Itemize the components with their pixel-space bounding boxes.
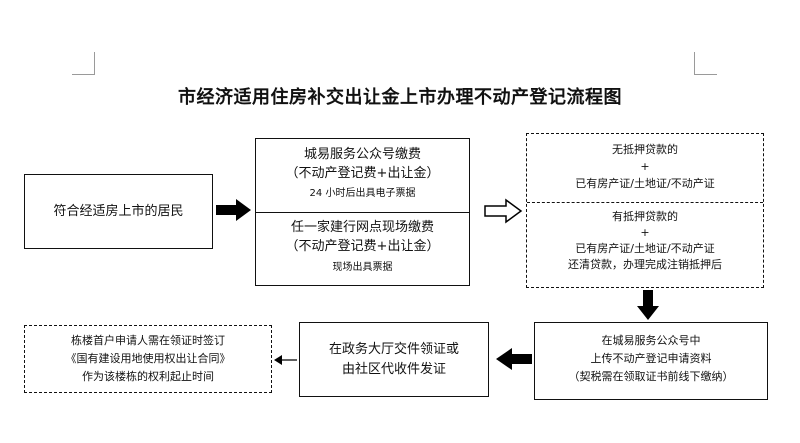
upload-line3: （契税需在领取证书前线下缴纳） bbox=[568, 370, 734, 383]
payment-bank-line3: 现场出具票据 bbox=[332, 262, 393, 273]
arrow-upload-to-collect bbox=[496, 348, 532, 370]
no-mortgage-line3: 已有房产证/土地证/不动产证 bbox=[575, 177, 715, 190]
mortgage-divider bbox=[527, 202, 763, 203]
note-line3: 作为该楼栋的权利起止时间 bbox=[82, 370, 214, 383]
arrow-collect-to-note bbox=[274, 355, 297, 365]
note-node: 栋楼首户申请人需在领证时签订 《国有建设用地使用权出让合同》 作为该楼栋的权利起… bbox=[24, 325, 272, 393]
upload-node: 在城易服务公众号中 上传不动产登记申请资料 （契税需在领取证书前线下缴纳） bbox=[534, 322, 768, 400]
crop-mark-top-right bbox=[694, 52, 717, 75]
arrow-start-to-payment bbox=[216, 199, 251, 221]
payment-bank-line1: 任一家建行网点现场缴费 bbox=[290, 220, 434, 235]
crop-mark-top-left bbox=[72, 52, 95, 75]
start-node-label: 符合经适房上市的居民 bbox=[53, 204, 184, 219]
payment-online-line1: 城易服务公众号缴费 bbox=[303, 147, 421, 162]
with-mortgage-line4: 还清贷款，办理完成注销抵押后 bbox=[568, 258, 722, 271]
payment-online-node: 城易服务公众号缴费 （不动产登记费+出让金） 24 小时后出具电子票据 bbox=[256, 139, 469, 212]
collect-line2: 由社区代收件发证 bbox=[341, 362, 446, 377]
start-node: 符合经适房上市的居民 bbox=[24, 174, 213, 249]
payment-online-line2: （不动产登记费+出让金） bbox=[285, 166, 440, 181]
arrow-payment-to-conditions bbox=[484, 198, 523, 224]
payment-online-line3: 24 小时后出具电子票据 bbox=[309, 188, 416, 199]
note-line2: 《国有建设用地使用权出让合同》 bbox=[65, 352, 231, 365]
no-mortgage-node: 无抵押贷款的 + 已有房产证/土地证/不动产证 bbox=[527, 134, 763, 202]
collect-line1: 在政务大厅交件领证或 bbox=[328, 342, 459, 357]
no-mortgage-line1: 无抵押贷款的 bbox=[612, 143, 678, 156]
with-mortgage-line2: + bbox=[640, 226, 650, 239]
note-line1: 栋楼首户申请人需在领证时签订 bbox=[71, 334, 225, 347]
payment-bank-line2: （不动产登记费+出让金） bbox=[285, 239, 440, 254]
with-mortgage-line1: 有抵押贷款的 bbox=[612, 210, 678, 223]
diagram-title: 市经济适用住房补交出让金上市办理不动产登记流程图 bbox=[178, 87, 622, 108]
with-mortgage-node: 有抵押贷款的 + 已有房产证/土地证/不动产证 还清贷款，办理完成注销抵押后 bbox=[527, 203, 763, 287]
payment-divider bbox=[256, 212, 469, 213]
no-mortgage-line2: + bbox=[640, 160, 650, 173]
payment-bank-node: 任一家建行网点现场缴费 （不动产登记费+出让金） 现场出具票据 bbox=[256, 213, 469, 285]
arrow-conditions-to-upload bbox=[637, 290, 659, 320]
payment-options-box: 城易服务公众号缴费 （不动产登记费+出让金） 24 小时后出具电子票据 任一家建… bbox=[255, 138, 470, 286]
collect-node: 在政务大厅交件领证或 由社区代收件发证 bbox=[299, 322, 489, 397]
upload-line2: 上传不动产登记申请资料 bbox=[590, 352, 712, 365]
mortgage-conditions-box: 无抵押贷款的 + 已有房产证/土地证/不动产证 有抵押贷款的 + 已有房产证/土… bbox=[526, 133, 764, 288]
with-mortgage-line3: 已有房产证/土地证/不动产证 bbox=[575, 242, 715, 255]
upload-line1: 在城易服务公众号中 bbox=[601, 334, 701, 347]
